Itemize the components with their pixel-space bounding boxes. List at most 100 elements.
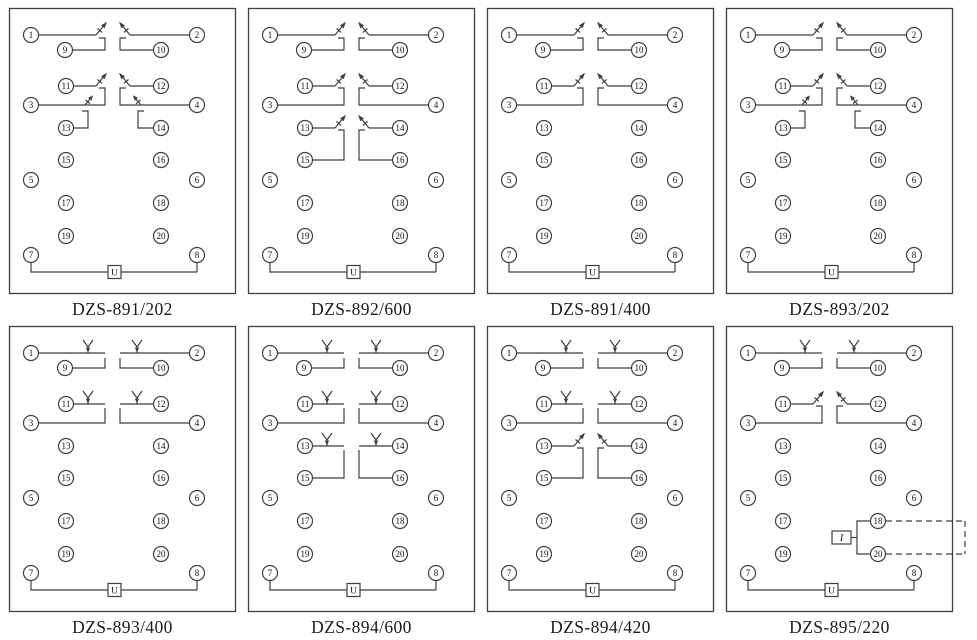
terminal-circle (22, 414, 40, 432)
terminal-number: 11 (540, 399, 549, 409)
relay-terminal-8: 8 (188, 246, 206, 264)
terminal-circle (500, 96, 518, 114)
terminal-number: 12 (157, 399, 166, 409)
wiring (517, 21, 667, 106)
terminal-circle (739, 96, 757, 114)
terminal-circle (773, 41, 791, 59)
relay-terminal-4: 4 (905, 96, 923, 114)
terminal-number: 5 (746, 175, 751, 185)
relay-terminal-6: 6 (905, 171, 923, 189)
current-element-label: I (839, 533, 844, 544)
terminal-number: 20 (396, 231, 406, 241)
terminal-circle (57, 77, 75, 95)
terminal-circle (630, 512, 648, 530)
terminal-number: 5 (268, 175, 273, 185)
terminal-circle (261, 489, 279, 507)
terminal-circle (22, 344, 40, 362)
terminal-circle (152, 194, 170, 212)
terminal-number: 15 (301, 473, 311, 483)
terminal-circle (391, 119, 409, 137)
relay-terminal-15: 15 (57, 151, 75, 169)
terminal-circle (152, 512, 170, 530)
terminal-circle (666, 344, 684, 362)
terminal-circle (869, 545, 887, 563)
relay-terminal-3: 3 (261, 414, 279, 432)
terminal-number: 11 (779, 81, 788, 91)
relay-terminal-4: 4 (188, 414, 206, 432)
panel-border (247, 325, 476, 613)
coil-box (585, 264, 600, 280)
relay-terminal-17: 17 (296, 194, 314, 212)
terminal-circle (869, 41, 887, 59)
terminal-number: 16 (396, 473, 406, 483)
terminal-circle (188, 489, 206, 507)
terminal-number: 13 (62, 441, 72, 451)
relay-terminal-9: 9 (295, 41, 313, 59)
relay-terminal-16: 16 (391, 469, 409, 487)
relay-terminal-11: 11 (57, 395, 75, 413)
coil-label: U (828, 268, 835, 278)
terminal-number: 13 (62, 123, 72, 133)
relay-terminal-3: 3 (500, 414, 518, 432)
terminal-number: 20 (874, 549, 884, 559)
panel-border (725, 325, 954, 613)
relay-terminal-9: 9 (773, 359, 791, 377)
panel-border (8, 325, 237, 613)
terminal-circle (869, 151, 887, 169)
terminal-circle (774, 194, 792, 212)
relay-terminal-7: 7 (500, 246, 518, 264)
terminal-circle (296, 512, 314, 530)
terminal-circle (869, 469, 887, 487)
terminal-number: 13 (779, 123, 789, 133)
terminal-number: 16 (157, 473, 167, 483)
terminal-number: 17 (540, 516, 550, 526)
terminal-number: 9 (302, 363, 307, 373)
wiring (756, 21, 906, 129)
relay-terminal-16: 16 (391, 151, 409, 169)
dashed-external-link (886, 520, 966, 555)
terminal-circle (427, 344, 445, 362)
relay-terminal-20: 20 (869, 227, 887, 245)
terminal-number: 6 (673, 493, 678, 503)
relay-terminal-11: 11 (774, 77, 792, 95)
panel-model-label: DZS-892/600 (311, 299, 412, 319)
terminal-number: 6 (673, 175, 678, 185)
relay-terminal-9: 9 (773, 41, 791, 59)
relay-terminal-17: 17 (296, 512, 314, 530)
terminal-number: 12 (396, 81, 405, 91)
relay-terminal-5: 5 (500, 171, 518, 189)
relay-terminal-12: 12 (630, 395, 648, 413)
terminal-number: 6 (195, 493, 200, 503)
terminal-circle (869, 119, 887, 137)
terminal-number: 19 (62, 231, 72, 241)
terminal-circle (295, 359, 313, 377)
terminal-circle (535, 227, 553, 245)
terminal-circle (427, 171, 445, 189)
terminal-circle (261, 414, 279, 432)
relay-terminal-4: 4 (427, 96, 445, 114)
relay-terminal-12: 12 (391, 395, 409, 413)
terminal-number: 11 (62, 399, 71, 409)
relay-terminal-4: 4 (666, 96, 684, 114)
terminal-circle (391, 545, 409, 563)
terminal-number: 3 (507, 100, 512, 110)
relay-terminal-19: 19 (57, 545, 75, 563)
terminal-circle (630, 41, 648, 59)
panel-model-label: DZS-895/220 (789, 617, 890, 637)
terminal-circle (630, 395, 648, 413)
relay-terminal-5: 5 (739, 489, 757, 507)
terminal-number: 1 (746, 30, 751, 40)
terminal-number: 20 (635, 231, 645, 241)
terminal-number: 9 (780, 363, 785, 373)
relay-terminal-20: 20 (391, 227, 409, 245)
terminal-circle (535, 469, 553, 487)
relay-terminal-3: 3 (261, 96, 279, 114)
relay-terminal-16: 16 (869, 469, 887, 487)
relay-terminal-5: 5 (261, 171, 279, 189)
